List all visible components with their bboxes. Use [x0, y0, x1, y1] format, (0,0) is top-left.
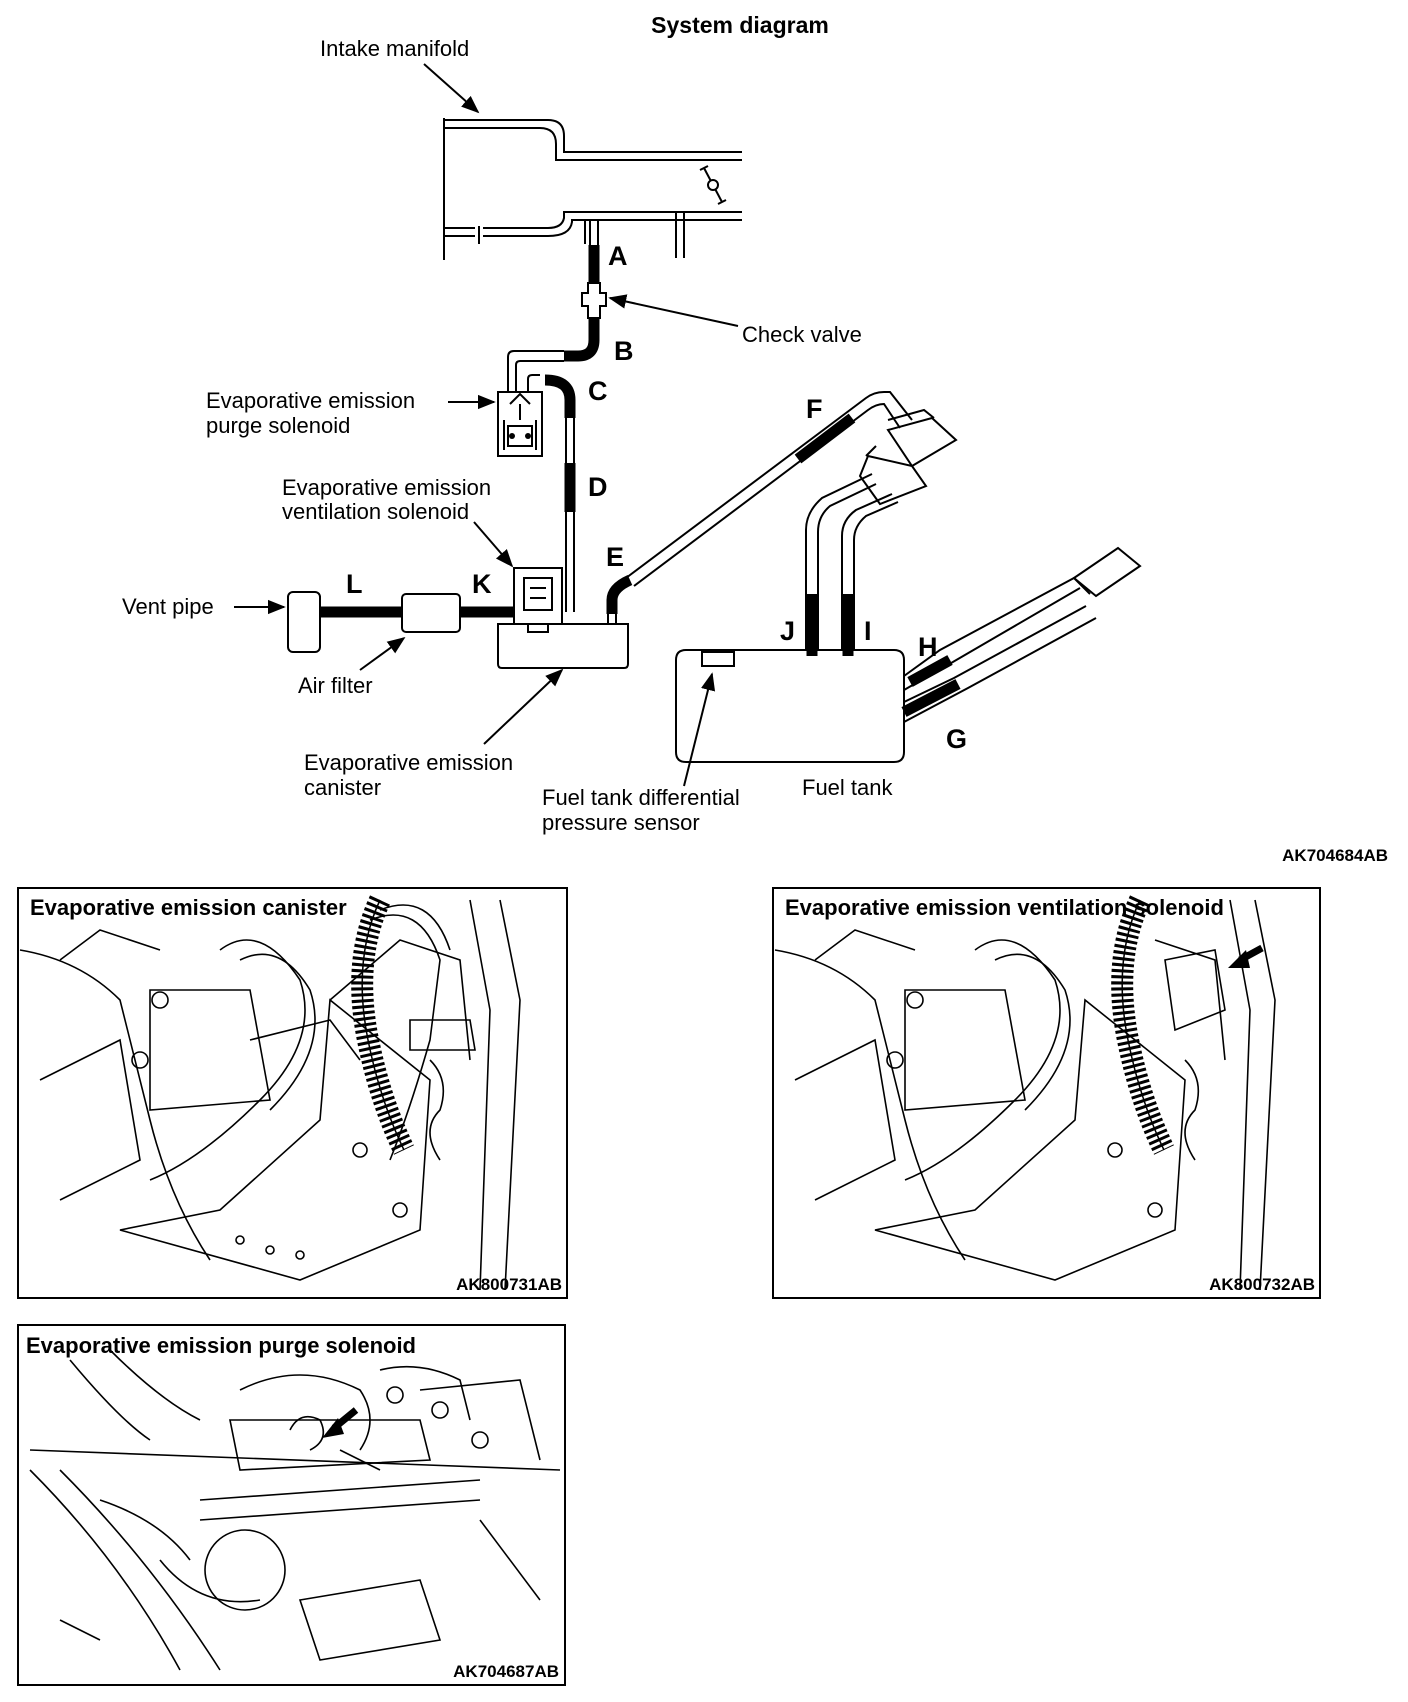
svg-text:D: D: [588, 472, 608, 502]
label-canister-1: Evaporative emission: [304, 750, 513, 775]
arrow-head-icon-2: [322, 1418, 344, 1438]
photo-panel-canister: Evaporative emission canister AK800731AB: [17, 887, 568, 1299]
photo-title-canister: Evaporative emission canister: [30, 895, 347, 920]
svg-text:F: F: [806, 394, 823, 424]
svg-text:I: I: [864, 616, 872, 646]
label-canister-2: canister: [304, 775, 381, 800]
photo-title-purge-solenoid: Evaporative emission purge solenoid: [26, 1333, 416, 1358]
canister-illustration: [19, 899, 521, 1291]
photo-code-purge-solenoid: AK704687AB: [453, 1662, 559, 1681]
label-air-filter: Air filter: [298, 673, 373, 698]
svg-text:G: G: [946, 724, 967, 754]
purge-solenoid-illustration: [29, 1349, 561, 1671]
diagram-code: AK704684AB: [1282, 846, 1388, 865]
svg-text:L: L: [346, 569, 363, 599]
label-pressure-sensor-2: pressure sensor: [542, 810, 700, 835]
label-vent-pipe: Vent pipe: [122, 594, 214, 619]
svg-text:C: C: [588, 376, 608, 406]
corrugated-hose: [351, 895, 414, 1155]
fuel-vapor-line: [625, 391, 958, 587]
photo-code-canister: AK800731AB: [456, 1275, 562, 1294]
photo-panel-ventilation-solenoid: Evaporative emission ventilation solenoi…: [772, 887, 1321, 1299]
label-intake-manifold: Intake manifold: [320, 36, 469, 61]
label-vent-solenoid-1: Evaporative emission: [282, 475, 491, 500]
hose-letters: A B C D E F G H I J K L: [346, 241, 967, 754]
fuel-tank: [675, 473, 1142, 763]
photo-title-ventilation-solenoid: Evaporative emission ventilation solenoi…: [785, 895, 1224, 920]
svg-text:E: E: [606, 542, 624, 572]
label-purge-solenoid-2: purge solenoid: [206, 413, 350, 438]
corrugated-hose-2: [1111, 895, 1174, 1155]
svg-text:B: B: [614, 336, 634, 366]
svg-text:A: A: [608, 241, 628, 271]
svg-text:J: J: [780, 616, 795, 646]
photo-code-ventilation-solenoid: AK800732AB: [1209, 1275, 1315, 1294]
label-check-valve: Check valve: [742, 322, 862, 347]
label-purge-solenoid-1: Evaporative emission: [206, 388, 415, 413]
svg-text:K: K: [472, 569, 492, 599]
svg-text:H: H: [918, 632, 938, 662]
label-vent-solenoid-2: ventilation solenoid: [282, 499, 469, 524]
canister-vent-line: [287, 567, 633, 669]
photo-panel-purge-solenoid: Evaporative emission purge solenoid AK70…: [17, 1324, 566, 1686]
label-pressure-sensor-1: Fuel tank differential: [542, 785, 740, 810]
diagram-labels: Intake manifold Check valve Evaporative …: [122, 36, 1388, 865]
label-fuel-tank: Fuel tank: [802, 775, 893, 800]
purge-line: [497, 245, 607, 612]
diagram-title: System diagram: [651, 12, 829, 38]
intake-manifold: [443, 118, 742, 260]
arrow-head-icon: [1228, 950, 1250, 968]
